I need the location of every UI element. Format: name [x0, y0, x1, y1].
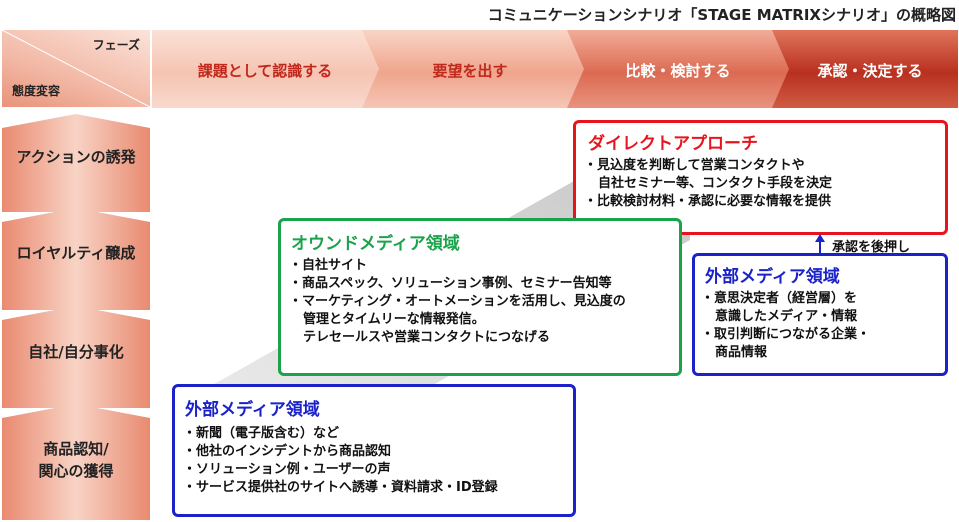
phase-1-label: 課題として認識する [197, 62, 333, 80]
list-item: ・マーケティング・オートメーションを活用し、見込度の [289, 294, 626, 309]
list-item: ・自社サイト [289, 258, 368, 273]
external-media-list-bottom: ・新聞（電子版含む）など ・他社のインシデントから商品認知 ・ソリューション例・… [183, 425, 498, 497]
list-item: 管理とタイムリーな情報発信。 [303, 312, 485, 327]
direct-approach-title: ダイレクトアプローチ [588, 134, 758, 154]
phase-2-label: 要望を出す [432, 62, 508, 80]
phase-chevron-1 [152, 30, 384, 108]
list-item: ・ソリューション例・ユーザーの声 [183, 462, 391, 477]
list-item: ・比較検討材料・承認に必要な情報を提供 [584, 194, 832, 209]
stage-pentagon-2 [2, 306, 150, 408]
header-corner: フェーズ 態度変容 [2, 30, 150, 107]
phase-chevrons [152, 30, 958, 108]
attitude-axis-label: 態度変容 [12, 84, 61, 98]
list-item: ・新聞（電子版含む）など [183, 426, 340, 441]
list-item: ・他社のインシデントから商品認知 [183, 444, 392, 459]
external-media-box-right: 外部メディア領域 ・意思決定者（経営層）を 意識したメディア・情報 ・取引判断に… [692, 253, 948, 376]
direct-approach-box: ダイレクトアプローチ ・見込度を判断して営業コンタクトや 自社セミナー等、コンタ… [573, 120, 948, 235]
phase-chevron-2 [362, 30, 589, 108]
stage-label-awareness: 商品認知/ 関心の獲得 [38, 440, 114, 480]
owned-media-list: ・自社サイト ・商品スペック、ソリューション事例、セミナー告知等 ・マーケティン… [289, 257, 626, 347]
list-item: ・意思決定者（経営層）を [701, 291, 858, 306]
list-item: ・商品スペック、ソリューション事例、セミナー告知等 [289, 276, 612, 291]
list-item: 商品情報 [715, 345, 768, 360]
stage-column [2, 114, 150, 520]
external-media-list-right: ・意思決定者（経営層）を 意識したメディア・情報 ・取引判断につながる企業・ 商… [701, 290, 870, 362]
phase-3-label: 比較・検討する [625, 62, 731, 80]
stage-label-action: アクションの誘発 [16, 148, 136, 166]
list-item: ・見込度を判断して営業コンタクトや [584, 158, 805, 173]
list-item: 意識したメディア・情報 [715, 309, 858, 324]
external-media-title-bottom: 外部メディア領域 [185, 400, 320, 420]
list-item: ・サービス提供社のサイトへ誘導・資料請求・ID登録 [183, 480, 498, 495]
stage-pentagon-4 [2, 114, 150, 212]
stage-label-ownership: 自社/自分事化 [28, 343, 124, 361]
list-item: 自社セミナー等、コンタクト手段を決定 [598, 176, 833, 191]
phase-axis-label: フェーズ [92, 38, 140, 52]
owned-media-box: オウンドメディア領域 ・自社サイト ・商品スペック、ソリューション事例、セミナー… [278, 218, 682, 376]
stage-label-loyalty: ロイヤルティ醸成 [16, 244, 136, 262]
external-media-title-right: 外部メディア領域 [705, 267, 840, 287]
phase-chevron-4 [772, 30, 958, 108]
direct-approach-list: ・見込度を判断して営業コンタクトや 自社セミナー等、コンタクト手段を決定 ・比較… [584, 157, 832, 211]
stage-pentagon-1 [2, 404, 150, 520]
diagonal-divider [2, 30, 150, 107]
diagram-title: コミュニケーションシナリオ「STAGE MATRIXシナリオ」の概略図 [487, 6, 956, 24]
approval-support-label: 承認を後押し [832, 240, 911, 255]
list-item: テレセールスや営業コンタクトにつなげる [303, 330, 551, 345]
external-media-box-bottom: 外部メディア領域 ・新聞（電子版含む）など ・他社のインシデントから商品認知 ・… [172, 384, 576, 517]
stage-pentagon-3 [2, 208, 150, 310]
list-item: ・取引判断につながる企業・ [701, 327, 871, 342]
phase-4-label: 承認・決定する [817, 62, 923, 80]
owned-media-title: オウンドメディア領域 [291, 234, 460, 254]
phase-chevron-3 [567, 30, 794, 108]
